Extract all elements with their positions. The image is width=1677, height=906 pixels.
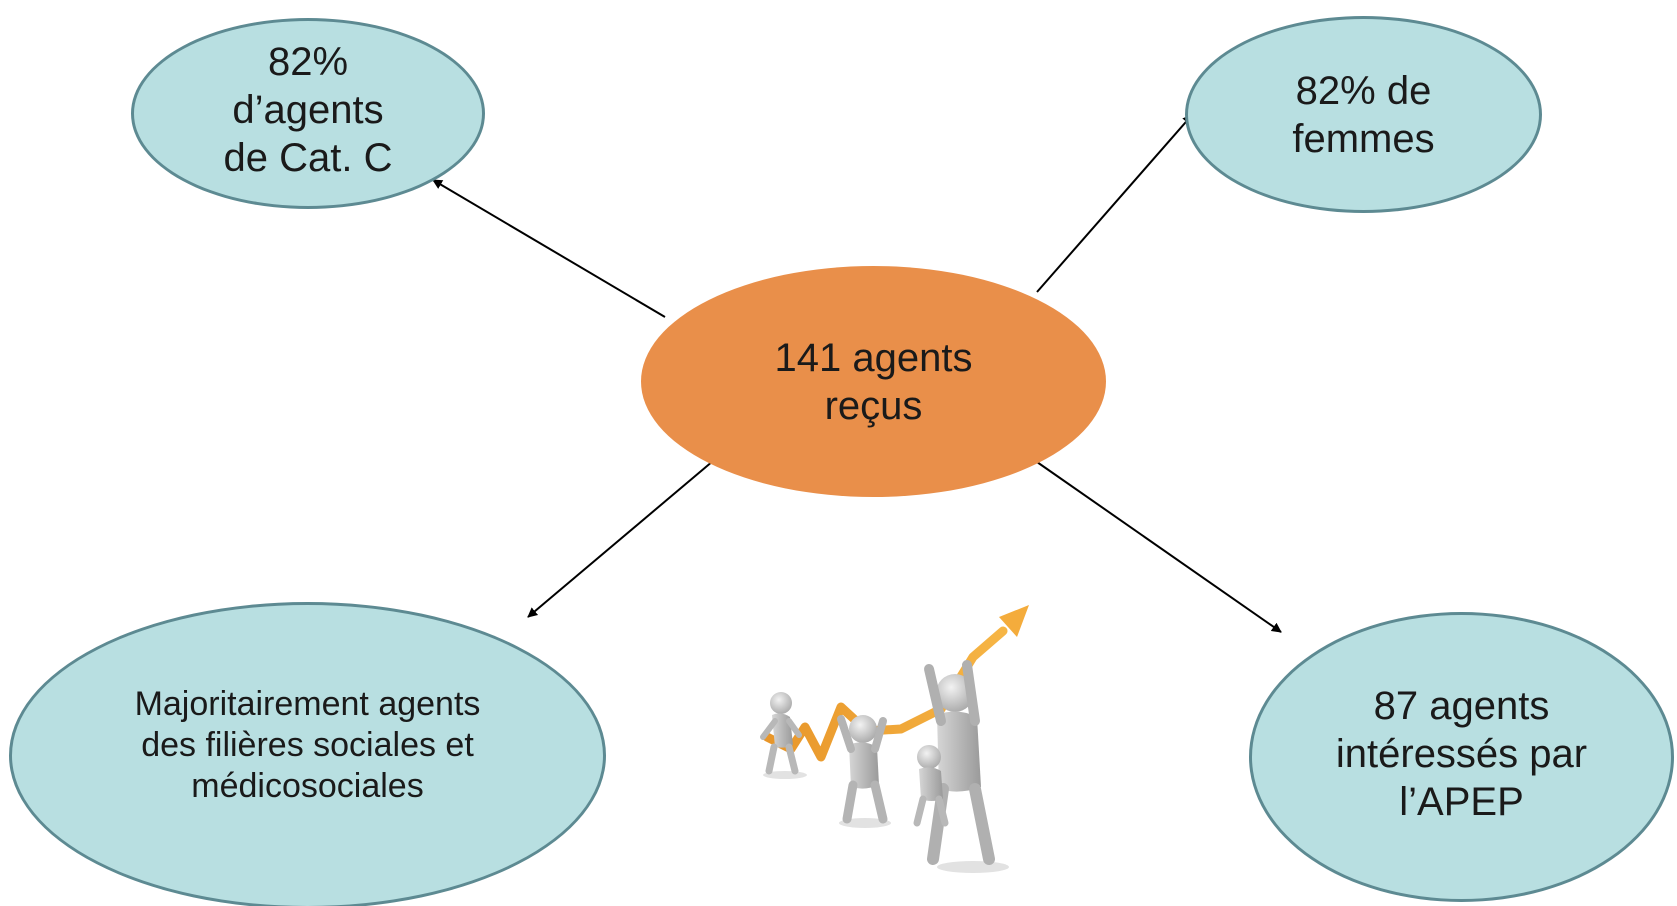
people-pushing-rising-arrow-icon	[741, 561, 1047, 877]
arrow-to-filieres	[527, 460, 714, 618]
bubble-apep: 87 agents intéressés par l’APEP	[1249, 612, 1674, 902]
bubble-femmes-text: 82% de femmes	[1292, 68, 1435, 161]
bubble-cat-c-text: 82% d’agents de Cat. C	[223, 39, 393, 180]
bubble-center-text: 141 agents reçus	[774, 335, 973, 428]
bubble-apep-text: 87 agents intéressés par l’APEP	[1335, 684, 1588, 824]
arrow-to-cat-c	[432, 179, 666, 318]
arrow-to-apep	[1036, 461, 1282, 633]
bubble-cat-c: 82% d’agents de Cat. C	[131, 18, 485, 209]
bubble-filieres-text: Majoritairement agents des filières soci…	[134, 685, 481, 805]
bubble-femmes: 82% de femmes	[1185, 16, 1542, 213]
arrow-to-femmes	[1036, 114, 1193, 293]
bubble-filieres: Majoritairement agents des filières soci…	[9, 602, 606, 906]
bubble-center: 141 agents reçus	[641, 266, 1106, 497]
